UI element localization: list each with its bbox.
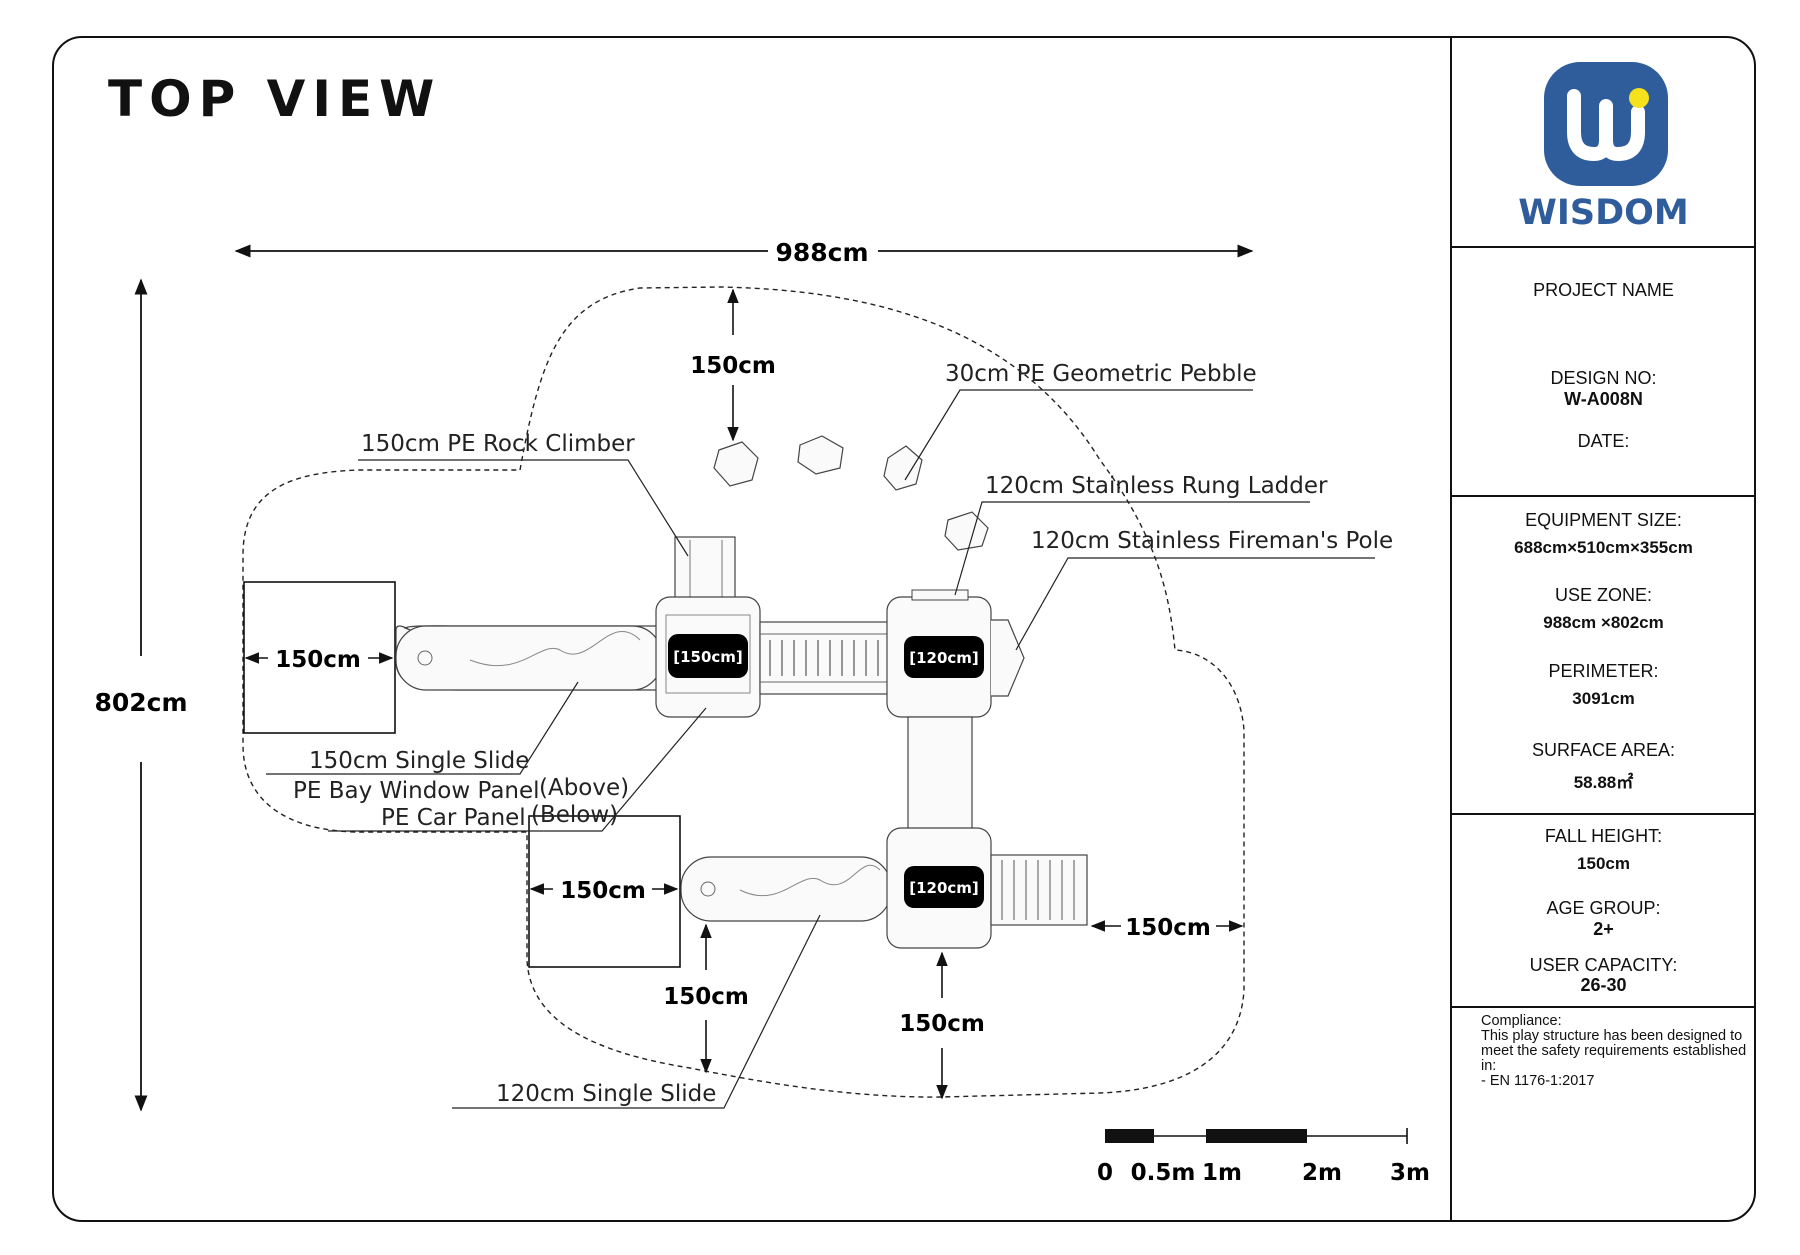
callout-firemans-pole: 120cm Stainless Fireman's Pole <box>1031 528 1393 554</box>
leader-single-slide-150 <box>266 681 579 775</box>
compliance-standard: - EN 1176-1:2017 <box>1481 1073 1595 1089</box>
fall-height-label: FALL HEIGHT: <box>1544 826 1663 846</box>
callout-above: (Above) <box>539 775 629 801</box>
title-block: WISDOM PROJECT NAME DESIGN NO: W-A008N D… <box>1451 36 1756 1222</box>
brand-name: WISDOM <box>1518 193 1689 233</box>
callout-pebble: 30cm PE Geometric Pebble <box>945 361 1257 387</box>
slide-150-bed <box>395 625 663 691</box>
project-name-label: PROJECT NAME <box>1533 280 1674 300</box>
scale-bar: 0 0.5m 1m 2m 3m <box>1097 1128 1430 1186</box>
callout-leaders <box>266 389 1375 1109</box>
compliance-label: Compliance: <box>1481 1013 1562 1029</box>
geometric-pebbles <box>713 435 989 551</box>
firemans-pole-bracket <box>991 619 1025 697</box>
platform-120-a-badge <box>904 636 984 678</box>
slide-150-runout-zone <box>243 581 396 734</box>
right-ladder-rungs <box>1001 860 1075 920</box>
age-group-value: 2+ <box>1593 919 1614 939</box>
pebble-4 <box>944 511 989 551</box>
callout-rock-climber: 150cm PE Rock Climber <box>361 431 635 457</box>
use-zone-value: 988cm ×802cm <box>1543 613 1664 632</box>
equipment-size-value: 688cm×510cm×355cm <box>1514 538 1693 557</box>
leader-rung-ladder <box>954 501 1310 596</box>
slide-150-curve <box>469 631 641 667</box>
slide-120-zone-label: 150cm <box>560 878 646 904</box>
use-zone-outline <box>242 286 1245 1098</box>
surface-area-label: SURFACE AREA: <box>1531 740 1676 760</box>
left-bottom-label: 150cm <box>663 984 749 1010</box>
surface-area-value: 58.88㎡ <box>1573 773 1634 792</box>
scale-label-2: 2m <box>1302 1160 1342 1186</box>
design-no-value: W-A008N <box>1564 389 1643 409</box>
rung-bridge <box>759 621 889 695</box>
wisdom-logo-mark <box>1544 62 1668 186</box>
slide-120-runout-zone <box>528 815 681 968</box>
equipment-size-label: EQUIPMENT SIZE: <box>1525 510 1682 530</box>
perimeter-label: PERIMETER: <box>1548 661 1659 681</box>
user-capacity-label: USER CAPACITY: <box>1529 955 1678 975</box>
pebble-2 <box>797 435 844 475</box>
right-ladder-frame <box>990 854 1088 926</box>
leader-car-panel <box>328 707 707 832</box>
pebble-1 <box>713 441 759 487</box>
right-ladder <box>990 854 1088 926</box>
pebble-3 <box>883 445 923 491</box>
leader-firemans-pole <box>1015 557 1375 651</box>
top-clearance-label: 150cm <box>690 353 776 379</box>
date-label: DATE: <box>1577 431 1630 451</box>
platform-150-badge <box>668 634 748 678</box>
bridge-deck <box>759 621 889 695</box>
slide-120-curve <box>739 864 881 897</box>
section-compliance <box>1451 1006 1756 1008</box>
scale-label-05: 0.5m <box>1131 1160 1196 1186</box>
fall-height-value: 150cm <box>1577 854 1630 873</box>
scale-label-3: 3m <box>1390 1160 1430 1186</box>
section-project <box>1451 246 1756 248</box>
age-group-label: AGE GROUP: <box>1546 898 1661 918</box>
depth-dim-label: 802cm <box>94 688 187 717</box>
design-no-label: DESIGN NO: <box>1550 368 1657 388</box>
compliance-text: This play structure has been designed to… <box>1481 1028 1747 1074</box>
page-title: TOP VIEW <box>108 70 442 128</box>
callout-single-slide-120: 120cm Single Slide <box>496 1081 716 1107</box>
section-safety <box>1451 813 1756 815</box>
callout-bay-window: PE Bay Window Panel <box>293 778 540 804</box>
bridge-slats <box>769 640 879 676</box>
slide-150-end-mark <box>417 650 433 666</box>
leader-rock-climber <box>358 459 689 557</box>
scale-bar-seg-2 <box>1206 1129 1307 1143</box>
slide-120-end-mark <box>700 881 716 897</box>
slide-150-zone-label: 150cm <box>275 647 361 673</box>
perimeter-value: 3091cm <box>1572 689 1635 708</box>
wisdom-logo <box>1544 62 1668 186</box>
scale-label-0: 0 <box>1097 1160 1113 1186</box>
platform-120-a-label: [120cm] <box>909 649 979 667</box>
callout-single-slide-150: 150cm Single Slide <box>309 748 529 774</box>
center-bottom-label: 150cm <box>899 1011 985 1037</box>
scale-label-1: 1m <box>1202 1160 1242 1186</box>
callout-below: (Below) <box>531 802 618 828</box>
connector-tunnel <box>907 716 973 830</box>
right-ladder-label: 150cm <box>1125 915 1211 941</box>
use-zone-label: USE ZONE: <box>1554 585 1652 605</box>
drawing-frame <box>52 36 1756 1222</box>
scale-bar-seg-1 <box>1105 1129 1154 1143</box>
user-capacity-value: 26-30 <box>1580 975 1627 995</box>
section-specs <box>1451 495 1756 497</box>
platform-150-deck <box>665 614 751 694</box>
leader-single-slide-120 <box>452 914 821 1109</box>
platform-120-b-label: [120cm] <box>909 879 979 897</box>
callout-rung-ladder: 120cm Stainless Rung Ladder <box>985 473 1328 499</box>
width-dim-label: 988cm <box>775 238 868 267</box>
platform-120-a-ladder <box>911 589 969 601</box>
callout-car-panel: PE Car Panel <box>381 805 526 831</box>
platform-120-b-badge <box>904 866 984 908</box>
leader-pebble <box>904 389 1253 481</box>
platform-150-label: [150cm] <box>673 648 743 666</box>
